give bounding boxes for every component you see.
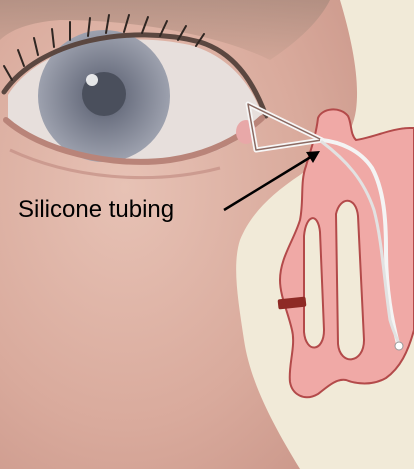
nasal-passage-left (304, 218, 324, 347)
tubing-knot (395, 342, 403, 350)
silicone-tubing-label: Silicone tubing (18, 196, 174, 224)
eye-highlight (86, 74, 98, 86)
